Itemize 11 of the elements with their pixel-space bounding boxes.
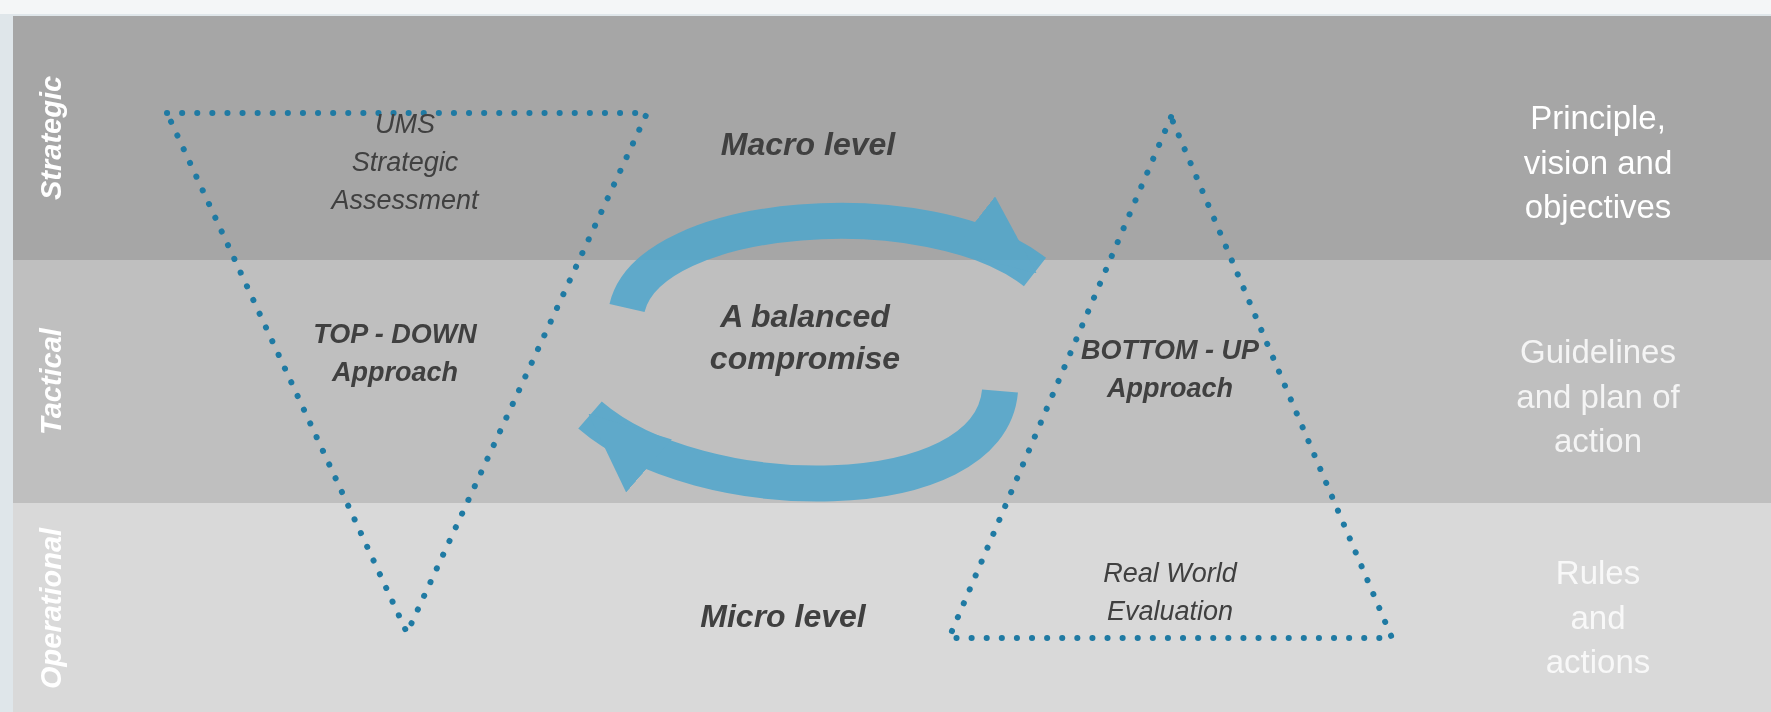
level-label: Micro level [699,597,867,636]
layer-description: Principle, vision and objectives [1522,98,1674,228]
evaluation-text: Real World Evaluation [1102,557,1239,628]
layer-label: Tactical [34,326,68,437]
layer-band [13,503,1771,712]
layer-band [13,16,1771,260]
approach-text: BOTTOM - UP Approach [1080,334,1260,405]
layer-label: Strategic [34,74,68,203]
level-label: Macro level [719,125,897,164]
assessment-text: UMS Strategic Assessment [330,108,480,217]
approach-text: TOP - DOWN Approach [312,318,478,389]
